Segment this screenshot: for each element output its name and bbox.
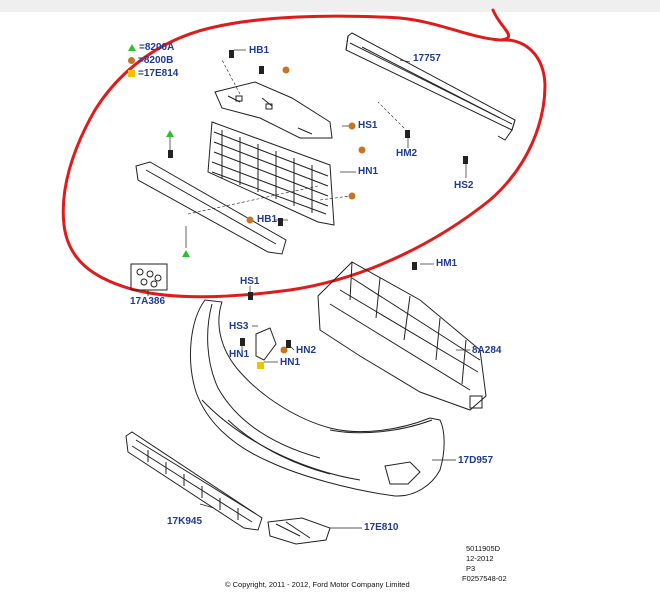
fog-bezel	[267, 517, 331, 545]
clip-kit	[130, 263, 168, 291]
label-hn1-mid: HN1	[229, 349, 250, 360]
figure-code: F0257548-02	[462, 574, 507, 583]
label-hs1-top: HS1	[358, 120, 378, 131]
top-bar	[0, 0, 660, 12]
label-hn1-low: HN1	[280, 357, 301, 368]
label-17d957: 17D957	[458, 455, 494, 466]
label-hn2: HN2	[296, 345, 317, 356]
fastener-markers	[166, 66, 366, 369]
legend-item-b: =8200B	[128, 55, 173, 66]
label-hs1-mid: HS1	[240, 276, 260, 287]
label-hn1-top: HN1	[358, 166, 379, 177]
energy-absorber	[317, 261, 487, 411]
highlight-outline	[61, 8, 547, 299]
yellow-square-icon	[128, 70, 135, 77]
label-hs3: HS3	[229, 321, 249, 332]
doc-date: 12-2012	[466, 554, 494, 563]
reinforcement-beam	[345, 32, 516, 141]
label-17a386: 17A386	[130, 296, 166, 307]
grille-trim	[135, 161, 287, 255]
doc-page: P3	[466, 564, 476, 573]
leader-lines	[147, 49, 470, 529]
side-bracket	[255, 327, 277, 361]
legend-item-a: =8200A	[128, 42, 174, 53]
doc-number: 5011905D	[466, 544, 501, 553]
label-hm1: HM1	[436, 258, 458, 269]
label-hb1-bottom: HB1	[257, 214, 278, 225]
label-hb1-top: HB1	[249, 45, 270, 56]
legend-item-c: =17E814	[128, 68, 178, 79]
label-17757: 17757	[413, 53, 441, 64]
bumper-cover	[190, 299, 445, 497]
label-8a284: 8A284	[472, 345, 502, 356]
copyright: © Copyright, 2011 - 2012, Ford Motor Com…	[225, 580, 410, 589]
label-17k945: 17K945	[167, 516, 203, 527]
grille	[207, 121, 335, 226]
label-17e810: 17E810	[364, 522, 399, 533]
bolts	[168, 50, 468, 348]
green-triangle-icon	[128, 44, 136, 51]
label-hm2: HM2	[396, 148, 418, 159]
lower-grille	[125, 431, 263, 531]
dashed-guides	[187, 59, 405, 215]
label-hs2: HS2	[454, 180, 474, 191]
upper-bracket	[214, 81, 333, 139]
orange-dot-icon	[128, 57, 135, 64]
